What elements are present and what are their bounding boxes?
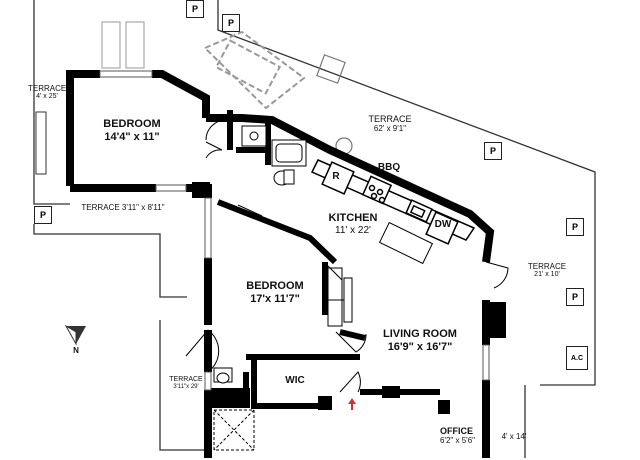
outdoor-dining-table	[203, 30, 306, 110]
kitchen-counter	[310, 159, 476, 245]
planter-box: P	[484, 142, 502, 160]
terrace-left-mid-label: TERRACE 3'11" x 8'11"	[81, 203, 165, 212]
planter-box: P	[34, 206, 52, 224]
living-room-label: LIVING ROOM 16'9" x 16'7"	[383, 328, 457, 353]
bedroom-1-label: BEDROOM 14'4" x 11"	[103, 118, 161, 143]
terrace-top-label: TERRACE 62' x 9'1"	[368, 114, 412, 134]
windows	[99, 70, 490, 391]
columns	[192, 182, 506, 414]
terrace-right-label: TERRACE 21' x 10'	[527, 262, 567, 279]
bathroom-fixtures	[213, 125, 307, 451]
terrace-bottom-right-label: 4' x 14'	[501, 432, 527, 441]
wic-label: WIC	[285, 375, 305, 386]
terrace-upper-left-label: TERRACE 4' x 25'	[28, 84, 67, 101]
planter-box: P	[566, 288, 584, 306]
terrace-outline	[33, 0, 596, 458]
refrigerator-label: R	[332, 171, 340, 182]
planter-box: P	[186, 0, 204, 18]
office-label: OFFICE 6'2" x 5'6"	[440, 426, 475, 446]
bench-left	[35, 111, 47, 175]
bedroom-2-label: BEDROOM 17'x 11'7"	[246, 280, 304, 305]
interior-walls	[216, 110, 440, 409]
kitchen-label: KITCHEN 11' x 22'	[328, 212, 378, 236]
kitchen-island	[378, 221, 434, 265]
planter-box: P	[566, 218, 584, 236]
compass-icon	[64, 324, 86, 346]
sun-loungers	[101, 21, 145, 69]
closet-doors	[258, 267, 353, 359]
ac-unit: A.C	[566, 346, 588, 370]
compass-north-label: N	[73, 346, 79, 355]
planter-box: P	[222, 14, 240, 32]
dishwasher-label: DW	[434, 219, 452, 230]
door-arrow-icon	[348, 398, 356, 410]
terrace-lower-left-label: TERRACE 3'11"x 29'	[169, 376, 203, 391]
door-swings	[185, 119, 509, 393]
bbq-label: BBQ	[377, 162, 401, 173]
